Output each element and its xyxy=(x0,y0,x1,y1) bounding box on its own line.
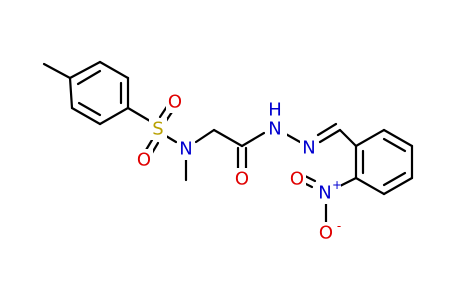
atom-imine-nitrogen: N xyxy=(302,138,315,159)
tolyl-ring-bond xyxy=(70,106,102,126)
bond-nitro-double-b xyxy=(303,174,317,183)
atom-sulfonamide-nitrogen: N xyxy=(179,139,192,160)
nitrophenyl-ring-bond xyxy=(354,176,386,196)
atom-nitro-oxygen-double: O xyxy=(290,169,304,190)
bonds xyxy=(42,60,414,224)
nitro-plus-charge: + xyxy=(332,178,342,192)
atom-labels: S O O N O H N N N + O O - xyxy=(135,91,343,244)
atom-sulfonyl-oxygen-top: O xyxy=(168,92,182,113)
nitrophenyl-ring-bond xyxy=(382,128,414,148)
tolyl-ring-inner-bond xyxy=(76,69,102,86)
bond-methylene-carbonyl xyxy=(212,128,244,148)
nitrophenyl-ring-inner-bond xyxy=(382,137,407,153)
atom-sulfonyl-oxygen-bottom: O xyxy=(137,150,151,171)
tolyl-ring-bond xyxy=(98,60,130,80)
atom-carbonyl-oxygen: O xyxy=(235,169,249,190)
tolyl-ring-bond xyxy=(68,60,102,80)
bond-methyl-ring xyxy=(42,62,72,80)
nitrophenyl-ring-bond xyxy=(382,176,414,196)
nitro-minus-charge: - xyxy=(337,219,341,233)
atom-hydrazide-nitrogen: N xyxy=(268,119,281,140)
tolyl-ring-bond xyxy=(98,106,130,126)
bond-ch-ring xyxy=(338,128,358,148)
tolyl-ring-inner-bond xyxy=(77,101,102,117)
atom-sulfur: S xyxy=(152,119,163,140)
bond-nitrogen-methylene xyxy=(194,128,216,144)
bond-carbonyl-nh xyxy=(240,131,266,148)
tolyl-ring-bond xyxy=(68,76,74,110)
bond-sulfur-nitrogen xyxy=(164,134,178,144)
atom-nitro-nitrogen: N xyxy=(318,183,331,204)
atom-hydrazide-h: H xyxy=(268,100,282,121)
nitrophenyl-ring-bond xyxy=(354,128,386,148)
bond-sulfur-oxygen-bottom-a xyxy=(144,138,154,152)
bond-imine-a xyxy=(318,128,342,144)
atom-nitro-oxygen-single: O xyxy=(319,223,333,244)
bond-ring-sulfur xyxy=(126,106,152,123)
nitrophenyl-ring-inner-bond xyxy=(382,171,407,187)
bond-imine-b xyxy=(316,122,338,137)
